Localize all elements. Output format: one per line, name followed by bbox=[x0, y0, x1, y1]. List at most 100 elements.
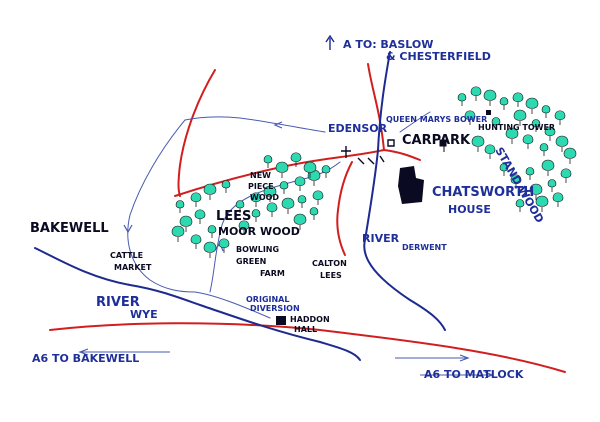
tree-icon bbox=[235, 200, 245, 209]
junction-ticks-icon bbox=[357, 155, 385, 165]
a-baslow-arrowhead bbox=[325, 34, 335, 43]
label-bowling-green-3: FARM bbox=[260, 269, 285, 278]
woodland bbox=[171, 86, 577, 258]
car-park-flag-icon bbox=[439, 139, 447, 152]
tree-icon bbox=[499, 97, 509, 106]
edensor-junction bbox=[341, 139, 395, 165]
tree-icon bbox=[250, 192, 262, 203]
label-baslow: A TO: BASLOW bbox=[343, 38, 433, 51]
tree-icon bbox=[221, 180, 231, 189]
tree-icon bbox=[279, 181, 289, 190]
label-chatsworth: CHATSWORTH bbox=[432, 185, 534, 200]
tree-icon bbox=[218, 238, 230, 249]
label-bowling-green-1: BOWLING bbox=[236, 245, 279, 254]
hunting-tower-icon bbox=[486, 110, 491, 115]
footpath-western-loop bbox=[127, 119, 196, 293]
road-calton-lees bbox=[336, 161, 353, 256]
label-calton-lees-2: LEES bbox=[320, 271, 342, 280]
footpath-north-loop bbox=[184, 116, 326, 133]
road-edensor-loop bbox=[177, 69, 216, 197]
label-haddon-hall-1: HADDON bbox=[290, 315, 330, 324]
label-river-wye-1: RIVER bbox=[96, 295, 140, 310]
tree-icon bbox=[554, 110, 566, 121]
tree-icon bbox=[539, 143, 549, 152]
tree-icon bbox=[560, 168, 572, 179]
tree-icon bbox=[294, 176, 306, 187]
tree-icon bbox=[194, 209, 206, 220]
tree-icon bbox=[555, 135, 569, 147]
label-new-piece-wood-3: WOOD bbox=[250, 193, 279, 202]
tree-icon bbox=[251, 209, 261, 218]
label-cattle-market-1: CATTLE bbox=[110, 251, 143, 260]
label-house: HOUSE bbox=[448, 203, 491, 216]
tree-icon bbox=[515, 199, 525, 208]
road-a6-south bbox=[49, 322, 566, 373]
tree-icon bbox=[541, 159, 555, 171]
label-calton-lees-1: CALTON bbox=[312, 259, 347, 268]
tree-icon bbox=[544, 126, 556, 137]
label-original-diversion-1: ORIGINAL bbox=[246, 295, 289, 304]
tree-icon bbox=[525, 167, 535, 176]
footpath-haddon bbox=[194, 291, 271, 319]
tree-icon bbox=[266, 202, 278, 213]
rivers bbox=[34, 51, 446, 361]
tree-icon bbox=[179, 215, 193, 227]
buildings bbox=[276, 110, 491, 325]
label-a6-bakewell: A6 TO BAKEWELL bbox=[32, 352, 139, 365]
tree-icon bbox=[484, 144, 496, 155]
label-car-park: CARPARK bbox=[402, 133, 471, 148]
label-bowling-green-2: GREEN bbox=[236, 257, 266, 266]
tree-icon bbox=[529, 183, 543, 195]
tree-icon bbox=[203, 183, 217, 195]
tree-icon bbox=[290, 152, 302, 163]
tree-icon bbox=[522, 134, 534, 145]
label-hunting-tower: HUNTING TOWER bbox=[478, 123, 555, 132]
tree-icon bbox=[175, 200, 185, 209]
label-a6-matlock: A6 TO MATLOCK bbox=[424, 368, 524, 381]
tree-icon bbox=[552, 192, 564, 203]
tree-icon bbox=[547, 179, 557, 188]
tree-icon bbox=[171, 225, 185, 237]
arrow-western-loop bbox=[123, 224, 133, 234]
tree-icon bbox=[275, 161, 289, 173]
label-lees-moor-wood-2: MOOR WOOD bbox=[218, 225, 300, 238]
tree-icon bbox=[513, 109, 527, 121]
label-chesterfield: & CHESTERFIELD bbox=[386, 50, 491, 63]
tree-icon bbox=[531, 119, 541, 128]
tree-icon bbox=[535, 195, 549, 207]
arrow-north-loop bbox=[273, 121, 283, 129]
tree-icon bbox=[510, 174, 522, 185]
label-edensor: EDENSOR bbox=[328, 122, 388, 135]
tree-icon bbox=[263, 185, 277, 197]
tree-icon bbox=[563, 147, 577, 159]
tree-icon bbox=[471, 135, 485, 147]
label-bakewell: BAKEWELL bbox=[30, 221, 109, 236]
chatsworth-house-icon bbox=[398, 166, 424, 204]
tree-icon bbox=[263, 155, 273, 164]
footpaths bbox=[127, 111, 431, 319]
church-cross-icon bbox=[341, 146, 351, 158]
haddon-hall-icon bbox=[276, 316, 286, 325]
tree-icon bbox=[238, 220, 250, 231]
road-a619-north bbox=[367, 63, 385, 151]
roads bbox=[49, 63, 566, 373]
tree-icon bbox=[293, 213, 307, 225]
label-river-wye-2: WYE bbox=[130, 308, 158, 321]
river-wye bbox=[34, 247, 361, 361]
tree-icon bbox=[297, 195, 307, 204]
car-park-marker-icon bbox=[387, 139, 395, 147]
tree-icon bbox=[491, 117, 501, 126]
tree-icon bbox=[309, 207, 319, 216]
tree-icon bbox=[464, 110, 476, 121]
tree-icon bbox=[541, 105, 551, 114]
tree-icon bbox=[203, 241, 217, 253]
tree-icon bbox=[499, 163, 509, 172]
tree-icon bbox=[207, 225, 217, 234]
tree-icon bbox=[512, 92, 524, 103]
tree-icon bbox=[505, 127, 519, 139]
label-haddon-hall-2: HALL bbox=[294, 325, 317, 334]
tree-icon bbox=[321, 165, 331, 174]
tree-icon bbox=[525, 97, 539, 109]
tree-icon bbox=[470, 86, 482, 97]
